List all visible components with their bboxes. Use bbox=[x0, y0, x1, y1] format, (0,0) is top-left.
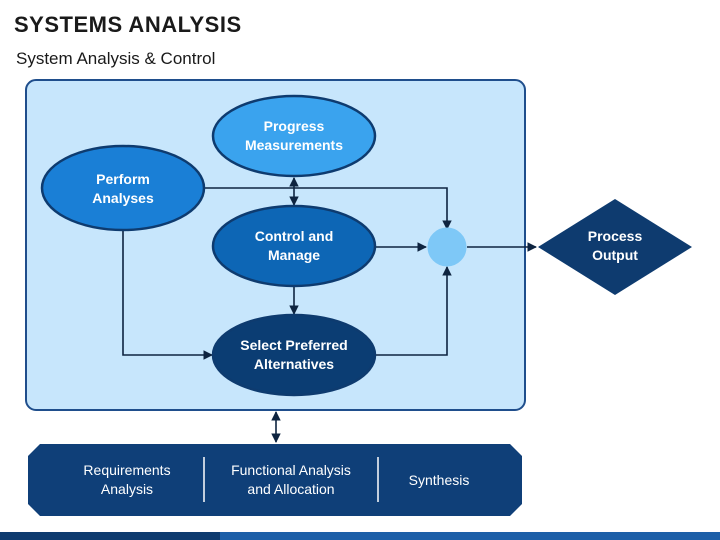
page-title: SYSTEMS ANALYSIS bbox=[14, 12, 242, 37]
arrow-perform-to-select bbox=[122, 230, 213, 360]
node-control-line2: Manage bbox=[268, 247, 320, 263]
arrow-select-to-junction bbox=[376, 266, 452, 356]
node-perform-line2: Analyses bbox=[92, 190, 154, 206]
node-output-line1: Process bbox=[588, 228, 643, 244]
footer-stripe bbox=[0, 532, 720, 540]
node-process-output: Process Output bbox=[538, 199, 692, 295]
bar-item-synthesis: Synthesis bbox=[409, 472, 470, 488]
node-select-line1: Select Preferred bbox=[240, 337, 347, 353]
node-select-alternatives: Select Preferred Alternatives bbox=[211, 313, 377, 397]
bar-item-requirements-line1: Requirements bbox=[83, 462, 170, 478]
bar-item-functional-line2: and Allocation bbox=[247, 481, 334, 497]
footer-stripe-accent bbox=[0, 532, 220, 540]
node-perform-line1: Perform bbox=[96, 171, 150, 187]
bar-item-functional-line1: Functional Analysis bbox=[231, 462, 351, 478]
node-output-line2: Output bbox=[592, 247, 638, 263]
node-control-manage: Control and Manage bbox=[211, 204, 377, 288]
bottom-process-bar: Requirements Analysis Functional Analysi… bbox=[28, 444, 522, 516]
node-progress-line2: Measurements bbox=[245, 137, 343, 153]
connectors bbox=[122, 177, 537, 443]
arrow-perform-to-junction bbox=[205, 187, 452, 230]
node-control-line1: Control and bbox=[255, 228, 334, 244]
node-progress-measurements: Progress Measurements bbox=[211, 94, 377, 178]
bar-item-requirements-line2: Analysis bbox=[101, 481, 153, 497]
node-progress-line1: Progress bbox=[264, 118, 325, 134]
page-subtitle: System Analysis & Control bbox=[16, 49, 216, 68]
junction-node bbox=[427, 227, 467, 267]
node-select-line2: Alternatives bbox=[254, 356, 334, 372]
node-perform-analyses: Perform Analyses bbox=[40, 144, 206, 232]
